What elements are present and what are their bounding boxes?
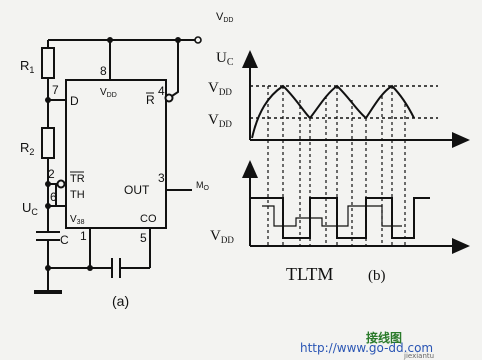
vdd-low-label: VDD bbox=[208, 112, 232, 129]
cap-c-label: C bbox=[60, 233, 69, 247]
pin6-label: 6 bbox=[50, 190, 57, 204]
pin8-label: 8 bbox=[100, 64, 107, 78]
pin5-label: 5 bbox=[140, 231, 147, 245]
pin-th-label: TH bbox=[70, 189, 85, 201]
pin7-label: 7 bbox=[52, 83, 59, 97]
resistor-r2 bbox=[41, 127, 55, 159]
pin2-label: 2 bbox=[48, 167, 55, 181]
circuit-labels: VDD R1 R2 UC C 7 D 8 VDD R 4 2 TR TH 6 3… bbox=[20, 11, 233, 309]
r1-label: R1 bbox=[20, 58, 34, 75]
r2-label: R2 bbox=[20, 140, 34, 157]
watermark-site: http://www.go-dd.com bbox=[300, 341, 433, 355]
waveform-labels: UC VDD VDD VDD TLTM (b) bbox=[208, 50, 386, 284]
co-label: CO bbox=[140, 213, 157, 225]
caption-a: (a) bbox=[112, 293, 129, 309]
vdd-high-label: VDD bbox=[208, 80, 232, 97]
pin-r-label: R bbox=[146, 93, 155, 107]
pin1-label: 1 bbox=[80, 229, 87, 243]
resistor-r1 bbox=[41, 47, 55, 79]
vdd-out-label: VDD bbox=[210, 228, 234, 245]
watermark: 接线图 http://www.go-dd.com jiexiantu bbox=[300, 330, 434, 360]
pin-tr-label: TR bbox=[70, 173, 85, 185]
watermark-pinyin: jiexiantu bbox=[403, 352, 434, 360]
projection-lines bbox=[267, 86, 406, 246]
tltm-label: TLTM bbox=[286, 264, 333, 284]
vdd-terminal bbox=[194, 36, 202, 44]
uc-label: UC bbox=[22, 200, 38, 217]
out-offset-waveform bbox=[262, 205, 402, 227]
vdd-top-label: VDD bbox=[216, 11, 233, 24]
out-label: OUT bbox=[124, 183, 150, 197]
out-waveform bbox=[250, 197, 430, 239]
waveform-b bbox=[242, 50, 470, 254]
watermark-cn: 接线图 bbox=[366, 330, 402, 345]
pin-d-label: D bbox=[70, 94, 79, 108]
reset-bubble bbox=[164, 93, 174, 103]
circuit-a bbox=[34, 36, 202, 294]
mo-label: MO bbox=[196, 180, 210, 192]
uc-waveform bbox=[251, 84, 415, 139]
caption-b: (b) bbox=[368, 268, 386, 284]
vdd-pin-label: VDD bbox=[100, 87, 117, 99]
pin3-label: 3 bbox=[158, 171, 165, 185]
v38-label: V38 bbox=[70, 214, 85, 226]
trigger-bubble bbox=[56, 179, 66, 189]
ic-555-body bbox=[65, 79, 167, 229]
uc-axis-label: UC bbox=[216, 50, 234, 68]
pin4-label: 4 bbox=[158, 84, 165, 98]
